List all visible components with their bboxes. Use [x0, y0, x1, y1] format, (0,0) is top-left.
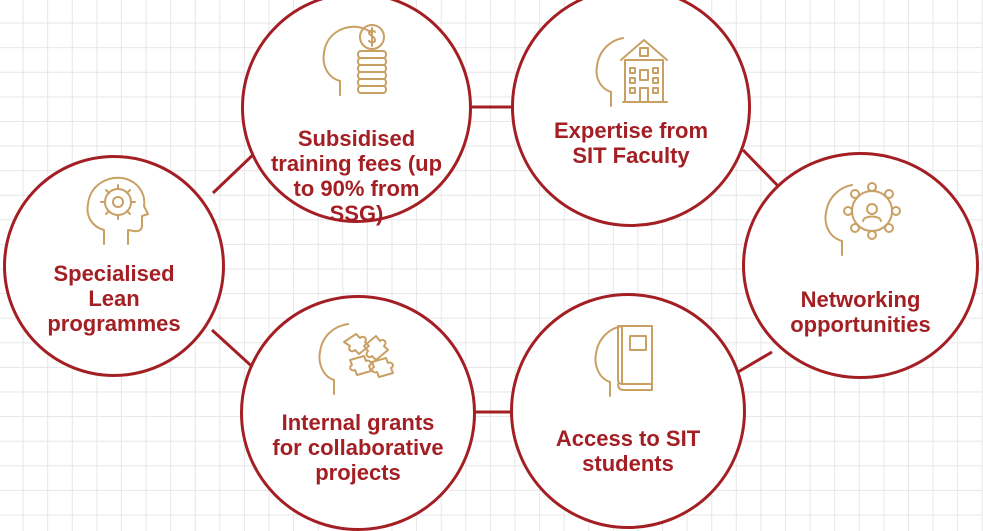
gear-head-icon [86, 176, 149, 245]
node-expertise-faculty: Expertise from SIT Faculty [511, 0, 751, 227]
node-label: Subsidised training fees (up to 90% from… [270, 126, 443, 226]
network-head-icon [824, 182, 901, 256]
node-label: Networking opportunities [790, 287, 931, 337]
coins-head-icon [322, 24, 387, 96]
connector-faculty-network [741, 148, 782, 190]
connector-lean-fees [211, 150, 258, 195]
building-head-icon [595, 37, 668, 107]
node-label: Internal grants for collaborative projec… [272, 410, 444, 485]
node-label: Specialised Lean programmes [47, 261, 181, 336]
node-lean-programmes: Specialised Lean programmes [3, 155, 225, 377]
book-head-icon [594, 325, 653, 397]
puzzle-head-icon [318, 323, 394, 395]
node-access-students: Access to SIT students [510, 293, 746, 529]
node-label: Expertise from SIT Faculty [553, 118, 709, 168]
node-networking: Networking opportunities [742, 152, 979, 379]
node-subsidised-fees: Subsidised training fees (up to 90% from… [241, 0, 472, 226]
connector-students-network [737, 350, 773, 374]
node-label: Access to SIT students [555, 426, 701, 476]
node-internal-grants: Internal grants for collaborative projec… [240, 295, 476, 531]
